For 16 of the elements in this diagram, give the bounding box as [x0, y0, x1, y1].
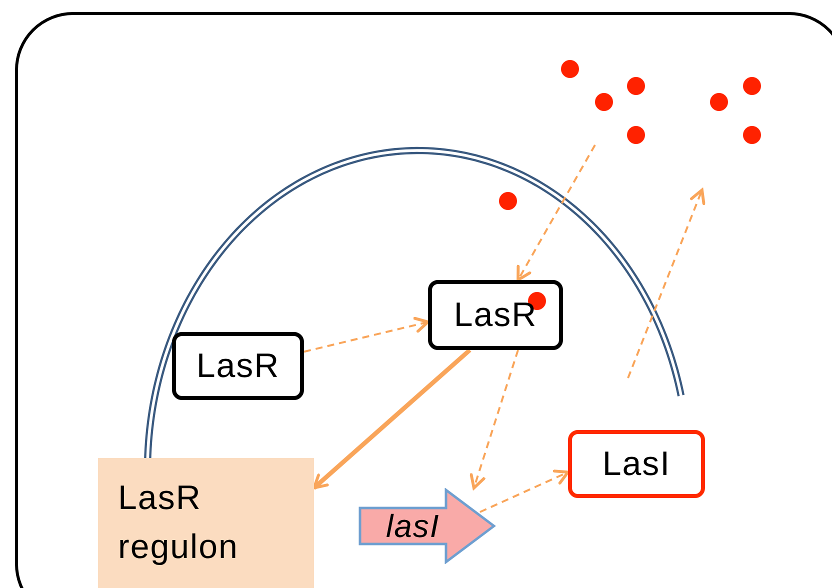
arrow — [470, 350, 519, 490]
protein-label: LasR — [454, 294, 538, 336]
protein-label: LasI — [602, 444, 671, 484]
protein-label: LasR — [196, 346, 280, 386]
protein-box — [172, 332, 304, 400]
arrow — [312, 348, 472, 490]
regulon-box — [98, 458, 314, 588]
arrow — [516, 144, 596, 282]
regulon-label: LasR regulon — [118, 478, 240, 568]
protein-box — [428, 280, 563, 350]
arrow — [304, 316, 430, 353]
gene-arrow — [358, 488, 496, 564]
arrow — [480, 470, 570, 513]
gene-label: lasI — [386, 506, 440, 546]
protein-box — [568, 430, 705, 498]
cell-outline — [15, 12, 832, 588]
